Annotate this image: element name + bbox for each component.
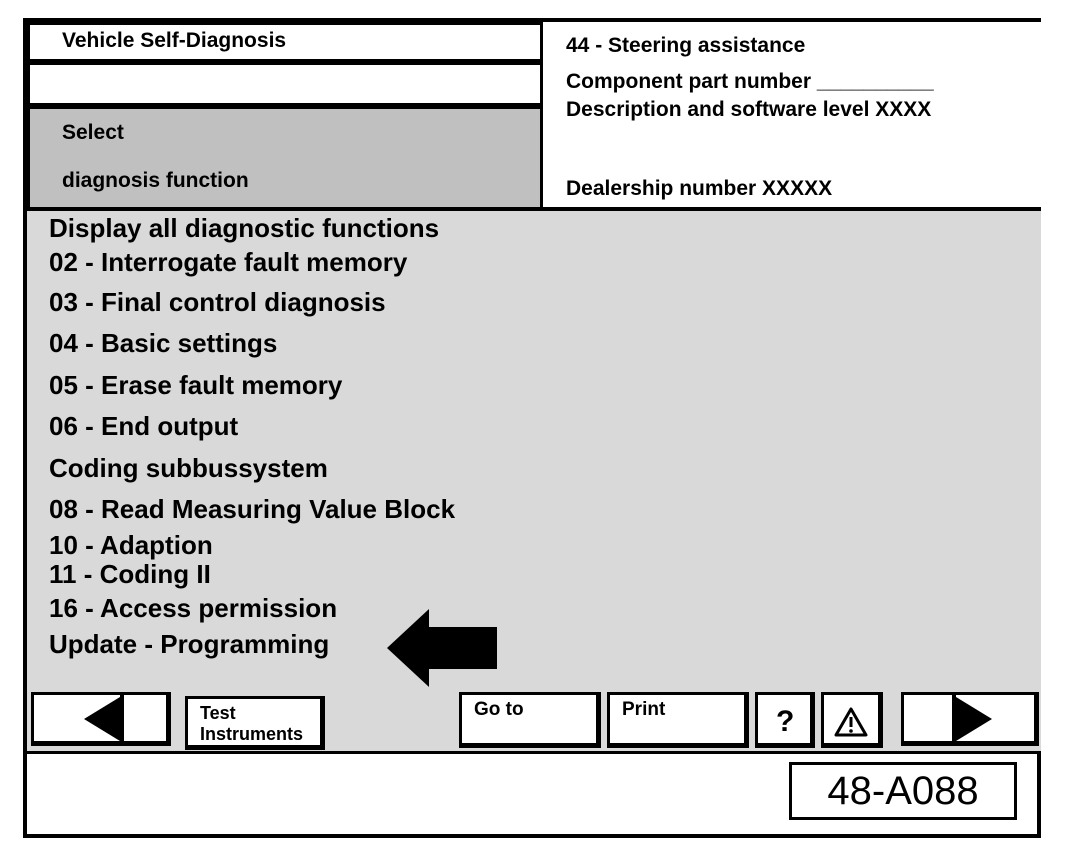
blank-field [27,62,543,106]
menu-item-coding-sub[interactable]: Coding subbussystem [49,453,328,483]
menu-item-11[interactable]: 11 - Coding II [49,559,211,589]
warning-icon [834,707,868,737]
description-label: Description and software level XXXX [566,98,932,121]
part-number-label: Component part number __________ [566,70,934,93]
menu-item-update-programming[interactable]: Update - Programming [49,629,330,659]
function-list: Display all diagnostic functions 02 - In… [27,208,1041,688]
back-arrow-icon [84,695,124,743]
test-instruments-label: Test Instruments [200,703,303,745]
select-prompt-box: Select diagnosis function [27,106,543,210]
menu-item-10[interactable]: 10 - Adaption [49,530,213,560]
diagnosis-window: Vehicle Self-Diagnosis Select diagnosis … [23,18,1041,838]
figure-id: 48-A088 [789,762,1017,820]
forward-arrow-icon [952,695,992,743]
forward-button[interactable] [901,692,1039,746]
menu-item-02[interactable]: 02 - Interrogate fault memory [49,247,408,277]
test-instruments-line1: Test [200,703,236,723]
goto-button[interactable]: Go to [459,692,601,748]
menu-item-06[interactable]: 06 - End output [49,411,239,441]
vehicle-info-panel: 44 - Steering assistance Component part … [540,22,1041,210]
system-label: 44 - Steering assistance [566,34,806,57]
test-instruments-button[interactable]: Test Instruments [185,696,325,750]
menu-item-04[interactable]: 04 - Basic settings [49,328,278,358]
select-prompt-line2: diagnosis function [62,169,249,192]
menu-item-08[interactable]: 08 - Read Measuring Value Block [49,494,456,524]
menu-item-display-all[interactable]: Display all diagnostic functions [49,213,440,243]
page-title: Vehicle Self-Diagnosis [62,29,287,52]
toolbar: Test Instruments Go to Print ? [27,688,1041,754]
warning-button[interactable] [821,692,883,748]
menu-item-03[interactable]: 03 - Final control diagnosis [49,287,386,317]
print-label: Print [622,699,666,720]
select-prompt-line1: Select [62,121,124,144]
test-instruments-line2: Instruments [200,724,304,744]
goto-label: Go to [474,699,524,720]
help-button[interactable]: ? [755,692,815,748]
back-button[interactable] [31,692,171,746]
menu-item-05[interactable]: 05 - Erase fault memory [49,370,343,400]
help-icon: ? [776,705,795,738]
pointer-arrow-icon [387,609,497,687]
dealership-label: Dealership number XXXXX [566,177,833,200]
title-box: Vehicle Self-Diagnosis [27,22,543,62]
menu-item-16[interactable]: 16 - Access permission [49,593,338,623]
print-button[interactable]: Print [607,692,749,748]
